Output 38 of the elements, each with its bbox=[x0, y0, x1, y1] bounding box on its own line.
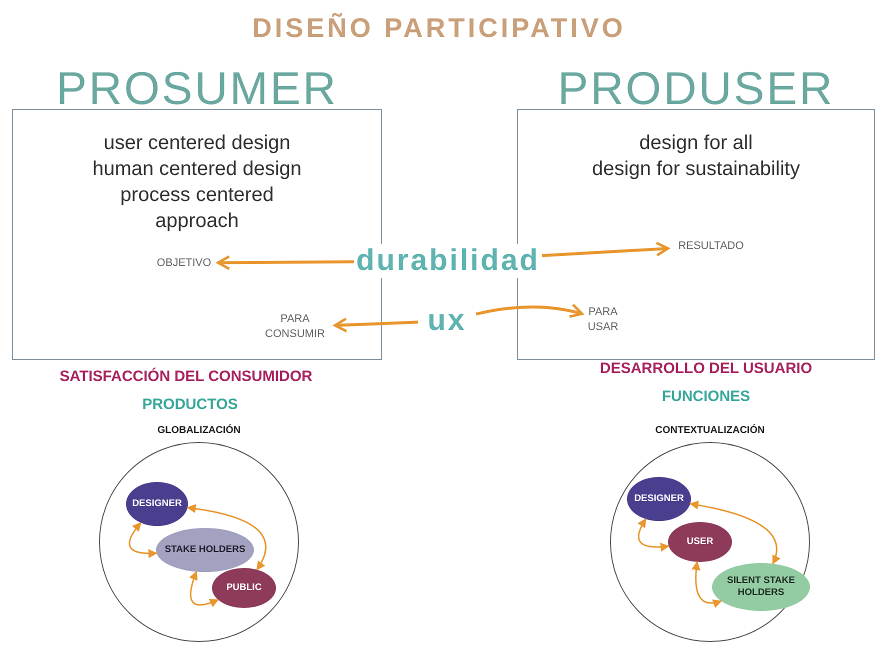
node-label: STAKE HOLDERS bbox=[164, 544, 246, 556]
arrow bbox=[476, 304, 584, 318]
section-label: PRODUCTOS bbox=[141, 395, 239, 415]
arrow bbox=[542, 242, 670, 258]
caption-text: PARA CONSUMIR bbox=[255, 312, 335, 342]
panel-text: process centered approach bbox=[119, 183, 275, 234]
section-label: DESARROLLO DEL USUARIO bbox=[598, 359, 814, 379]
section-label: SATISFACCIÓN DEL CONSUMIDOR bbox=[58, 366, 314, 387]
caption-text: OBJETIVO bbox=[150, 256, 218, 270]
ellipse-node bbox=[212, 568, 276, 608]
arrow bbox=[186, 504, 266, 570]
arrow bbox=[692, 561, 722, 608]
node-label: DESIGNER bbox=[634, 493, 684, 505]
panel-text: design for all bbox=[639, 131, 753, 156]
panel-heading: PRODUSER bbox=[556, 64, 836, 112]
ellipse-node bbox=[156, 528, 254, 572]
arrow bbox=[638, 518, 670, 552]
caption-text: PARA USAR bbox=[582, 305, 624, 335]
diagram-title: DISEÑO PARTICIPATIVO bbox=[251, 12, 627, 45]
panel-text: human centered design bbox=[92, 157, 302, 182]
panel-text: design for sustainability bbox=[592, 157, 800, 182]
ellipse-node bbox=[712, 563, 810, 611]
node-label: SILENT STAKE HOLDERS bbox=[726, 575, 796, 599]
caption-text: RESULTADO bbox=[668, 239, 754, 253]
ellipse-node bbox=[627, 477, 691, 521]
node-label: USER bbox=[686, 536, 714, 548]
node-label: DESIGNER bbox=[132, 498, 182, 510]
section-label: FUNCIONES bbox=[660, 387, 752, 407]
arrow bbox=[334, 317, 418, 332]
arrow bbox=[189, 570, 219, 607]
arrow bbox=[689, 500, 780, 565]
circle-heading: GLOBALIZACIÓN bbox=[156, 424, 242, 438]
panel-text: user centered design bbox=[104, 131, 290, 156]
circle-heading: CONTEXTUALIZACIÓN bbox=[654, 424, 766, 438]
panel-heading: PROSUMER bbox=[55, 64, 339, 112]
node-label: PUBLIC bbox=[226, 582, 262, 594]
arrow bbox=[128, 522, 158, 558]
arrow bbox=[216, 255, 354, 270]
